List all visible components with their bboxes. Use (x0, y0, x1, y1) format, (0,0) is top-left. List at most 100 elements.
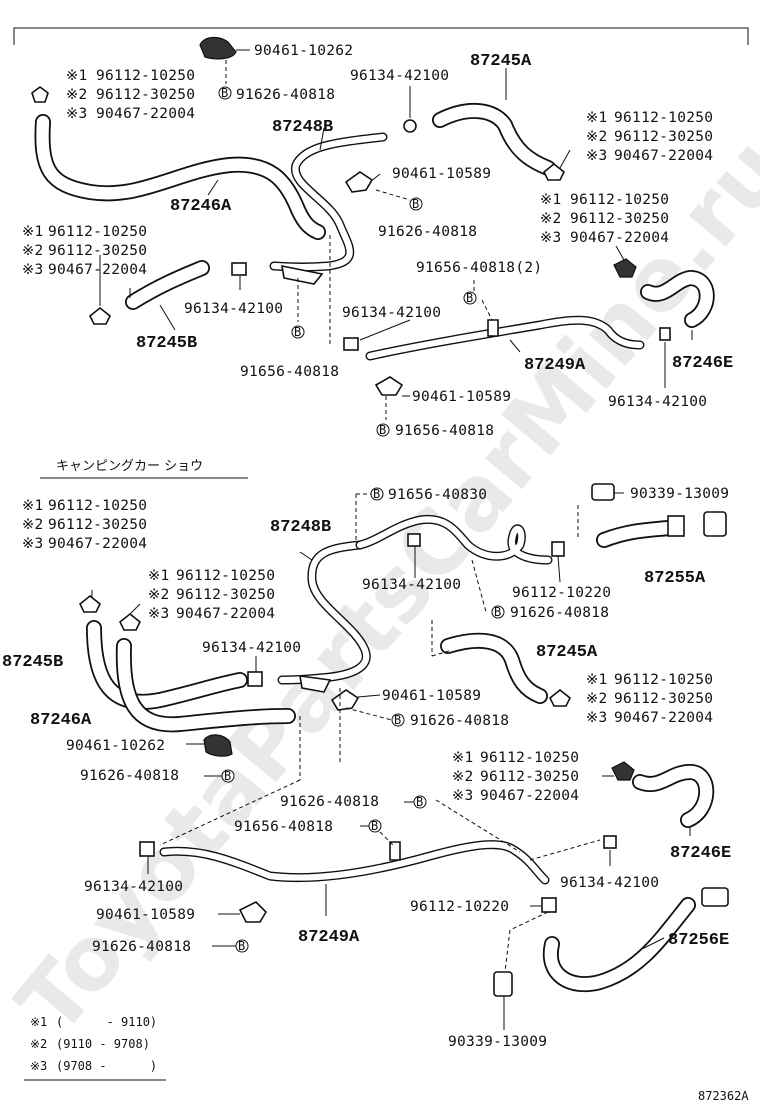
label-90339-13009-a: 90339-13009 (630, 486, 729, 502)
label-96112-30250-e: 96112-30250 (48, 517, 147, 533)
bolt-marker-icon (391, 713, 405, 727)
label-96112-10250-g: 96112-10250 (614, 672, 713, 688)
label-96112-30250-b: 96112-30250 (614, 129, 713, 145)
clamp-96134-42100-b (231, 262, 247, 276)
hose-clamp-icon (548, 688, 572, 707)
note-mark-2: ※2 (452, 769, 473, 785)
note-mark-3: ※3 (66, 106, 87, 122)
label-87246A-a: 87246A (170, 197, 232, 216)
bolt-marker-b: B (412, 197, 419, 211)
bolt-marker-icon (368, 819, 382, 833)
hose-87245A-b (440, 632, 548, 704)
clamp-96134-42100-c (343, 337, 359, 351)
clip-90461-10262-b (203, 734, 233, 757)
clamp-96134-42100-e (407, 533, 421, 547)
note-mark-2: ※2 (148, 587, 169, 603)
label-96134-42100-b: 96134-42100 (184, 301, 283, 317)
label-91626-40818-c: 91626-40818 (510, 605, 609, 621)
bolt-marker-b: B (394, 713, 401, 727)
label-96112-10250-c: 96112-10250 (570, 192, 669, 208)
note-mark-3: ※3 (22, 262, 43, 278)
note-mark-2: ※2 (586, 129, 607, 145)
label-90467-22004-e: 90467-22004 (48, 536, 147, 552)
note-mark-1: ※1 (540, 192, 561, 208)
legend-mark-3: ※3 (30, 1059, 47, 1073)
label-87249A-b: 87249A (298, 928, 360, 947)
label-96112-30250-f: 96112-30250 (176, 587, 275, 603)
legend-range-2: (9110 - 9708) (56, 1037, 150, 1051)
note-mark-2: ※2 (540, 211, 561, 227)
bracket-87249A-b (389, 841, 401, 861)
hose-clamp-icon (611, 761, 635, 781)
label-96112-30250-h: 96112-30250 (480, 769, 579, 785)
label-96112-10250-a: 96112-10250 (96, 68, 195, 84)
bracket-87249A (487, 319, 499, 337)
label-90461-10262-a: 90461-10262 (254, 43, 353, 59)
label-91626-40818-e: 91626-40818 (80, 768, 179, 784)
note-mark-2: ※2 (22, 517, 43, 533)
hose-clamp-icon (542, 162, 566, 181)
label-96112-10250-d: 96112-10250 (48, 224, 147, 240)
diagram-id: 872362A (698, 1089, 749, 1103)
bolt-marker-b: B (494, 605, 501, 619)
label-91656-40818-a: 91656-40818 (240, 364, 339, 380)
bolt-marker-icon (221, 769, 235, 783)
bolt-marker-b: B (238, 939, 245, 953)
label-87249A-a: 87249A (524, 356, 586, 375)
hose-87246E-b (632, 764, 715, 828)
label-96134-42100-c: 96134-42100 (342, 305, 441, 321)
label-90339-13009-b: 90339-13009 (448, 1034, 547, 1050)
hose-87246A (34, 114, 326, 240)
clamp-96134-42100-a (403, 119, 417, 133)
label-90467-22004-b: 90467-22004 (614, 148, 713, 164)
note-mark-1: ※1 (22, 224, 43, 240)
bolt-marker-icon (491, 605, 505, 619)
note-mark-2: ※2 (66, 87, 87, 103)
label-91656-40818-b: 91656-40818 (395, 423, 494, 439)
bolt-marker-icon (463, 291, 477, 305)
legend-range-1: ( - 9110) (56, 1015, 157, 1029)
label-87255A: 87255A (644, 569, 706, 588)
section1-leaders (99, 49, 693, 420)
label-90461-10589-b: 90461-10589 (412, 389, 511, 405)
label-91626-40818-f: 91626-40818 (280, 794, 379, 810)
bolt-marker-b: B (373, 487, 380, 501)
note-mark-1: ※1 (148, 568, 169, 584)
clip-90461-10589-b (374, 376, 404, 396)
pipe-87249A-b (159, 840, 550, 885)
section1-hoses (34, 102, 715, 361)
pipe-87249A (365, 315, 645, 361)
bolt-marker-icon (218, 86, 232, 100)
hose-clamp-icon (31, 86, 49, 103)
hose-87255A (591, 483, 727, 548)
label-96112-10220-a: 96112-10220 (512, 585, 611, 601)
hose-87246E (640, 270, 715, 328)
label-96134-42100-f: 96134-42100 (202, 640, 301, 656)
hose-87256E (493, 887, 729, 997)
label-91626-40818-a: 91626-40818 (236, 87, 335, 103)
bolt-marker-icon (370, 487, 384, 501)
label-91626-40818-b: 91626-40818 (378, 224, 477, 240)
section2-title: キャンピングカー ショウ (56, 459, 203, 474)
label-96112-30250-d: 96112-30250 (48, 243, 147, 259)
section2-fittings (78, 533, 635, 923)
label-96112-10220-b: 96112-10220 (410, 899, 509, 915)
note-mark-1: ※1 (22, 498, 43, 514)
label-87248B-b: 87248B (270, 518, 331, 537)
hose-clamp-icon (118, 612, 142, 631)
pipe-87248B (269, 132, 388, 272)
clamp-96112-10220-b (541, 897, 557, 913)
note-mark-3: ※3 (22, 536, 43, 552)
bolt-marker-b: B (294, 325, 301, 339)
hose-87245B (125, 260, 210, 310)
label-90467-22004-c: 90467-22004 (570, 230, 669, 246)
bracket-87248B-b (299, 675, 332, 693)
label-87245A-a: 87245A (470, 52, 532, 71)
note-mark-1: ※1 (586, 110, 607, 126)
label-87248B-a: 87248B (272, 118, 333, 137)
label-87246E-a: 87246E (672, 354, 733, 373)
label-90461-10262-b: 90461-10262 (66, 738, 165, 754)
legend-range-3: (9708 - ) (56, 1059, 157, 1073)
bolt-marker-b: B (371, 819, 378, 833)
